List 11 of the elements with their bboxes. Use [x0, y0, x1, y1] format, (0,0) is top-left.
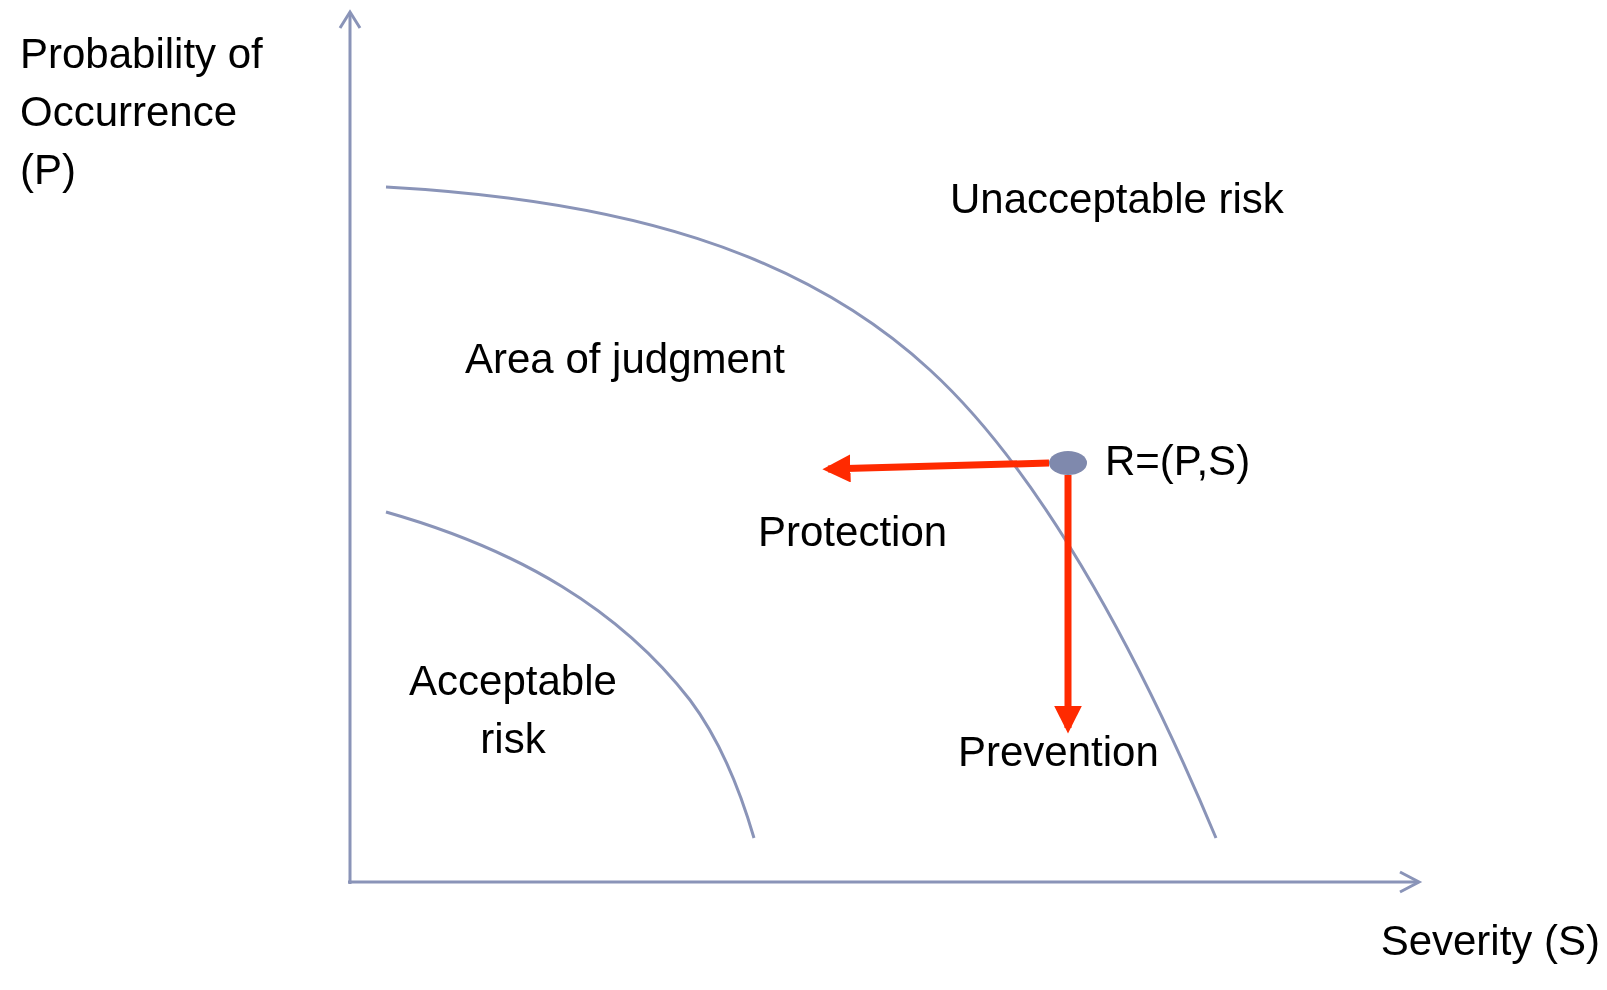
arrow: [822, 454, 1050, 483]
region-label: Area of judgment: [465, 334, 786, 384]
x-axis-title: Severity (S): [1379, 916, 1600, 966]
region-label: Acceptable risk: [408, 656, 618, 764]
edge-label: Protection: [758, 508, 948, 556]
y-axis-title: Probability of Occurrence (P): [20, 29, 264, 195]
region-label: Prevention: [958, 728, 1160, 776]
arrow: [1054, 475, 1082, 734]
point-label: R=(P,S): [1105, 437, 1251, 485]
risk-point: [1049, 451, 1087, 475]
region-label: Unacceptable risk: [950, 174, 1285, 224]
